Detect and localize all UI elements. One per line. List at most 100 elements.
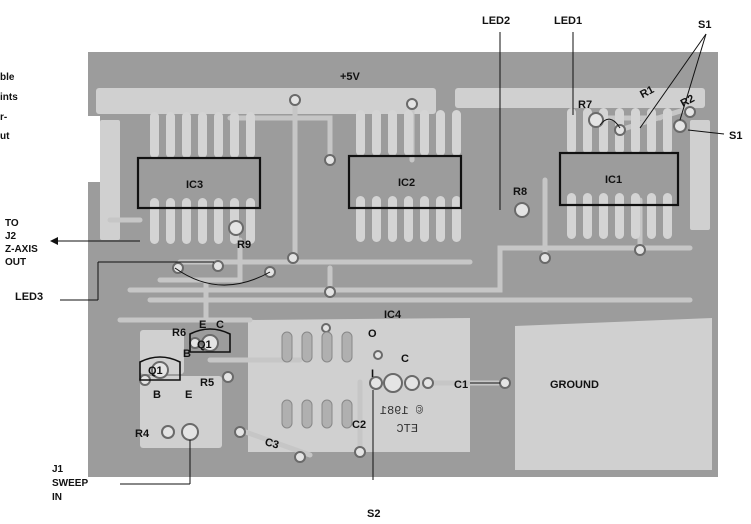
label-e-upper: E <box>199 319 206 331</box>
ic3-body <box>136 156 262 210</box>
ic3-pin-bottom-2 <box>166 198 175 244</box>
ic3-pin-top-7 <box>246 112 255 158</box>
label-c1: C1 <box>454 379 468 391</box>
component-leads <box>174 118 621 286</box>
j1-sweep-callout: J1 SWEEP IN <box>52 464 88 503</box>
j1-line-1: J1 <box>52 464 64 475</box>
to-j2-line-3: Z-AXIS <box>5 244 38 255</box>
label-r5: R5 <box>200 377 214 389</box>
ic3-pin-top-4 <box>198 112 207 158</box>
ic2-pin-top-1 <box>356 110 365 156</box>
etc-mirrored: ETC <box>396 422 418 436</box>
label-e-lower: E <box>185 389 192 401</box>
ic3-pin-top-3 <box>182 112 191 158</box>
label-r9: R9 <box>237 239 251 251</box>
ic2-pin-top-4 <box>404 110 413 156</box>
caption-line-4: ut <box>0 131 10 142</box>
ic3-pin-top-6 <box>230 112 239 158</box>
label-led3: LED3 <box>15 291 43 303</box>
leader-lines <box>55 32 725 485</box>
label-s1-right: S1 <box>729 130 742 142</box>
ic1-body <box>558 151 680 207</box>
ic1-pin-top-5 <box>631 108 640 154</box>
label-r6: R6 <box>172 327 186 339</box>
ic2-pin-top-7 <box>452 110 461 156</box>
ic1-pin-top-7 <box>663 108 672 154</box>
ic2-pin-bottom-2 <box>372 196 381 242</box>
label-led2: LED2 <box>482 15 510 27</box>
label-r8: R8 <box>513 186 527 198</box>
label-ground: GROUND <box>550 379 599 391</box>
label-r2: R2 <box>679 93 697 110</box>
j1-line-2: SWEEP <box>52 478 88 489</box>
ic2-pin-top-2 <box>372 110 381 156</box>
caption-line-2: ints <box>0 92 18 103</box>
ic3-pin-top-1 <box>150 112 159 158</box>
label-ic2: IC2 <box>398 177 415 189</box>
ic3-pin-bottom-1 <box>150 198 159 244</box>
to-j2-line-4: OUT <box>5 257 26 268</box>
mirrored-marking: © 1981 ETC <box>380 404 423 436</box>
caption-line-3: r- <box>0 112 7 123</box>
ic2-body <box>347 154 463 210</box>
label-ic3: IC3 <box>186 179 203 191</box>
label-s1-top: S1 <box>698 19 711 31</box>
ic1-pin-bottom-2 <box>583 193 592 239</box>
ic2-pin-top-6 <box>436 110 445 156</box>
label-q1-lower: Q1 <box>148 365 163 377</box>
to-j2-line-2: J2 <box>5 231 17 242</box>
caption-line-1: ble <box>0 72 15 83</box>
ic3-pin-bottom-5 <box>214 198 223 244</box>
ic1-pin-top-1 <box>567 108 576 154</box>
ic2-pin-bottom-6 <box>436 196 445 242</box>
label-r1: R1 <box>638 84 656 101</box>
ic2-pin-top-5 <box>420 110 429 156</box>
ic1-pin-bottom-1 <box>567 193 576 239</box>
to-j2-callout: TO J2 Z-AXIS OUT <box>5 218 38 268</box>
ic4-pads <box>281 331 353 429</box>
label-q1-upper: Q1 <box>197 339 212 351</box>
j1-line-3: IN <box>52 492 62 503</box>
ic3-pin-top-2 <box>166 112 175 158</box>
label-c2: C2 <box>352 419 366 431</box>
ic3-pin-bottom-3 <box>182 198 191 244</box>
ic2-pin-bottom-1 <box>356 196 365 242</box>
ic1-pin-top-6 <box>647 108 656 154</box>
to-j2-arrowhead <box>50 237 58 245</box>
label-o-pin: O <box>368 328 377 340</box>
ic1-pin-bottom-4 <box>615 193 624 239</box>
ic2-pin-bottom-3 <box>388 196 397 242</box>
label-r4: R4 <box>135 428 150 440</box>
ic-bodies <box>136 151 680 210</box>
copyright-mirrored: © 1981 <box>380 404 423 418</box>
label-c-upper: C <box>216 319 224 331</box>
ic3-pin-bottom-7 <box>246 198 255 244</box>
ic1-pin-bottom-3 <box>599 193 608 239</box>
label-led1: LED1 <box>554 15 582 27</box>
label-s2: S2 <box>367 508 380 520</box>
ic2-pin-top-3 <box>388 110 397 156</box>
label-ic4: IC4 <box>384 309 402 321</box>
label-c-pin: C <box>401 353 409 365</box>
ic-pin-pads <box>150 108 672 244</box>
ic1-pin-bottom-7 <box>663 193 672 239</box>
label-r7: R7 <box>578 99 592 111</box>
ic3-pin-top-5 <box>214 112 223 158</box>
ic2-pin-bottom-5 <box>420 196 429 242</box>
ic3-pin-bottom-4 <box>198 198 207 244</box>
label-plus-5v: +5V <box>340 71 361 83</box>
label-i-pin: I <box>371 368 374 380</box>
label-b-upper: B <box>183 348 191 360</box>
ic1-pin-bottom-5 <box>631 193 640 239</box>
ic2-pin-bottom-7 <box>452 196 461 242</box>
ic1-pin-bottom-6 <box>647 193 656 239</box>
to-j2-line-1: TO <box>5 218 19 229</box>
label-c3: C3 <box>263 436 280 451</box>
label-b-lower: B <box>153 389 161 401</box>
label-ic1: IC1 <box>605 174 622 186</box>
ic2-pin-bottom-4 <box>404 196 413 242</box>
transistor-outlines <box>139 328 231 381</box>
caption-fragment: ble ints r- ut <box>0 72 18 142</box>
